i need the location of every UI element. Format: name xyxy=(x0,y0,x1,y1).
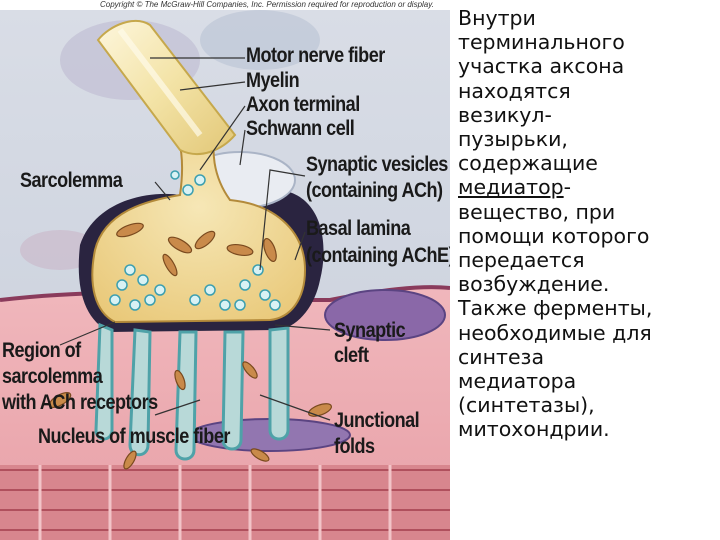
desc-line: (синтетазы), xyxy=(458,393,595,418)
myofibrils xyxy=(0,465,450,540)
desc-line: участка аксона xyxy=(458,54,625,79)
desc-line: Также ферменты, xyxy=(458,296,653,321)
desc-line: вещество, при xyxy=(458,199,616,224)
label-basal-lamina: Basal lamina xyxy=(306,217,411,240)
desc-line: пузырьки, xyxy=(458,127,568,152)
label-myelin: Myelin xyxy=(246,69,300,92)
label-synaptic: Synaptic xyxy=(334,319,406,342)
label-motor-nerve-fiber: Motor nerve fiber xyxy=(246,44,385,67)
desc-line: необходимые для xyxy=(458,320,652,345)
desc-line: возбуждение. xyxy=(458,272,610,297)
desc-line: везикул- xyxy=(458,102,552,127)
desc-line: митохондрии. xyxy=(458,417,610,442)
label-containing-ache: (containing AChE) xyxy=(306,244,450,267)
desc-underlined-term: медиатор xyxy=(458,175,564,200)
neuromuscular-junction-figure: Copyright © The McGraw-Hill Companies, I… xyxy=(0,0,450,540)
muscle-nucleus-right xyxy=(324,289,446,341)
label-containing-ach: (containing ACh) xyxy=(306,179,443,202)
label-junctional: Junctional xyxy=(334,409,420,432)
label-region-of: Region of xyxy=(2,339,81,362)
desc-dash: - xyxy=(563,175,572,200)
copyright-notice: Copyright © The McGraw-Hill Companies, I… xyxy=(100,0,434,9)
label-folds: folds xyxy=(334,435,375,458)
description-paragraph-1: Внутри терминального участка аксона нахо… xyxy=(458,6,720,296)
axon-terminal xyxy=(91,129,307,324)
label-with-ach-receptors: with ACh receptors xyxy=(2,391,158,414)
desc-line: синтеза xyxy=(458,344,545,369)
desc-line: медиатора xyxy=(458,369,577,394)
label-schwann-cell: Schwann cell xyxy=(246,117,355,140)
label-sarcolemma: Sarcolemma xyxy=(20,169,123,192)
synaptic-vesicles xyxy=(109,170,281,311)
desc-line: содержащие xyxy=(458,151,598,176)
description-paragraph-2: Также ферменты, необходимые для синтеза … xyxy=(458,296,720,441)
mitochondria xyxy=(48,222,333,470)
desc-line: передается xyxy=(458,248,585,273)
description-text: Внутри терминального участка аксона нахо… xyxy=(458,6,720,442)
label-nucleus-of-muscle-fiber: Nucleus of muscle fiber xyxy=(38,425,230,448)
junctional-folds xyxy=(94,322,290,461)
desc-line: терминального xyxy=(458,30,625,55)
label-cleft: cleft xyxy=(334,344,369,367)
desc-line: помощи которого xyxy=(458,223,650,248)
desc-line: находятся xyxy=(458,78,571,103)
label-synaptic-vesicles: Synaptic vesicles xyxy=(306,153,448,176)
label-axon-terminal: Axon terminal xyxy=(246,93,360,116)
desc-line: Внутри xyxy=(458,6,536,30)
label-sarcolemma-2: sarcolemma xyxy=(2,365,103,388)
neuromuscular-junction-illustration xyxy=(0,10,450,540)
leader-lines xyxy=(59,57,331,421)
